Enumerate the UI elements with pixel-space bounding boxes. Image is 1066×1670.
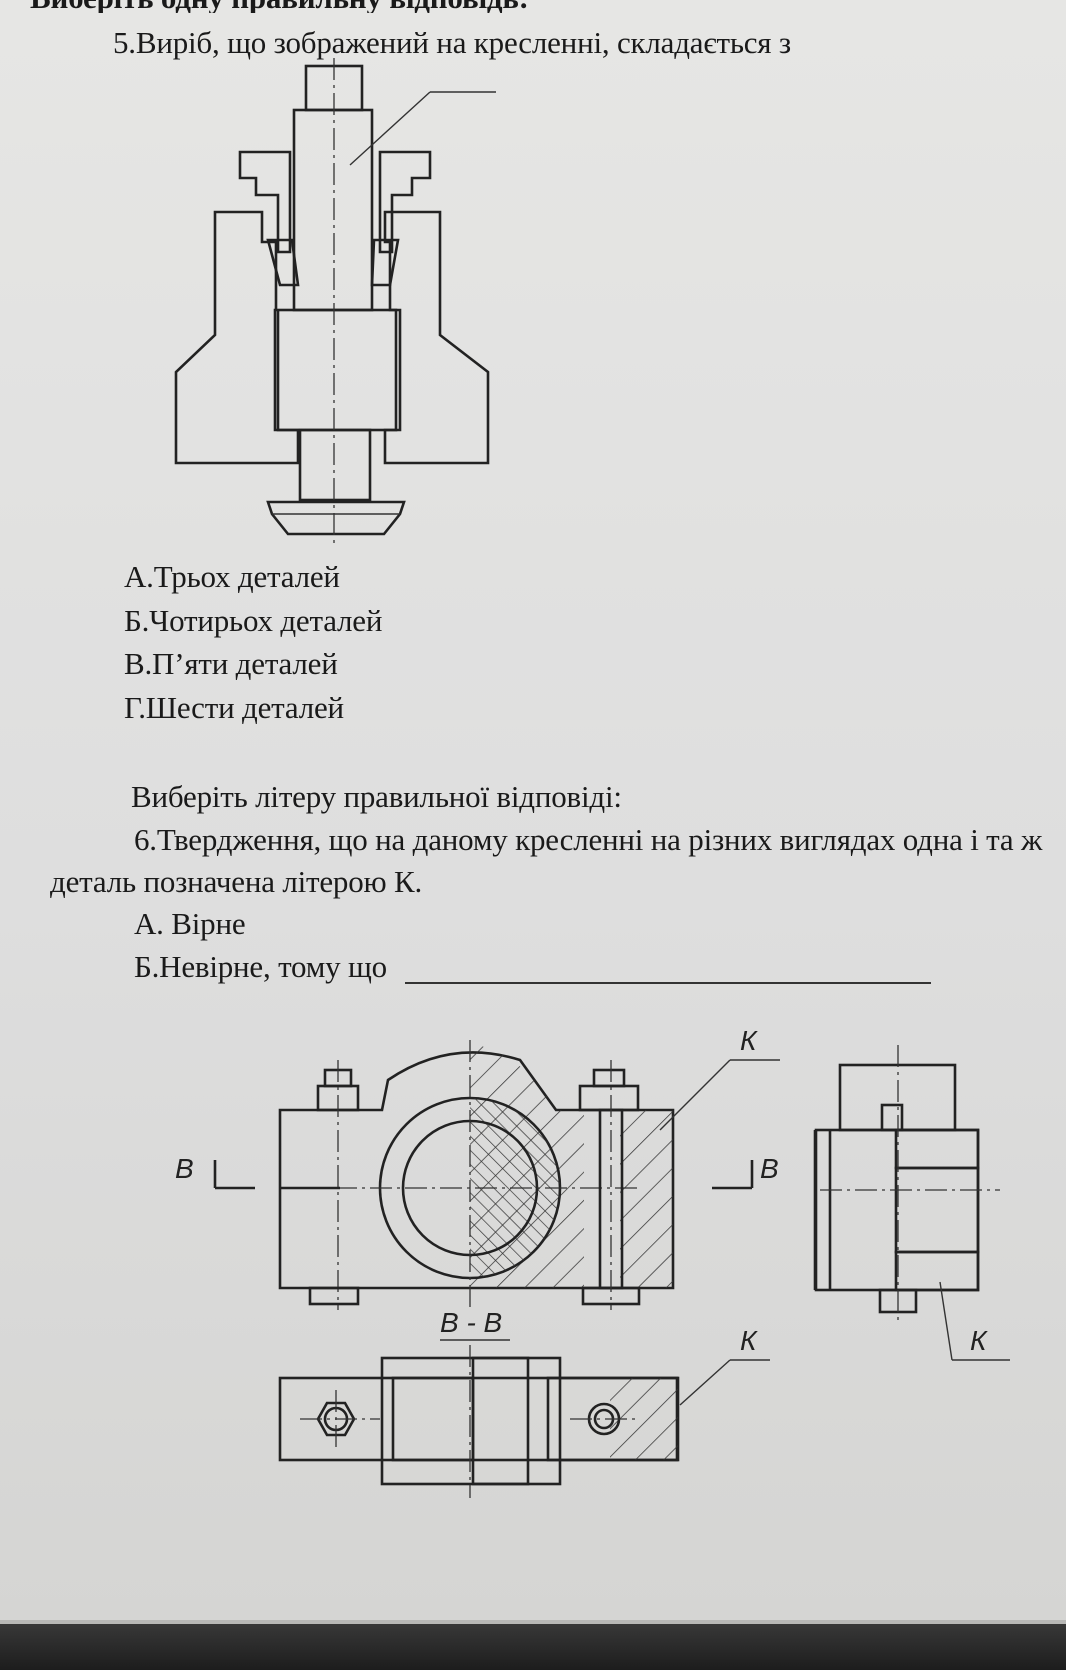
q6-prompt-line2: деталь позначена літерою К.	[50, 864, 423, 899]
stem-head	[266, 500, 406, 536]
header-fragment: Виберіть одну правильну відповідь:	[30, 0, 529, 13]
stem-lower	[298, 428, 372, 502]
label-k-bottom: К	[740, 1325, 758, 1356]
q5-option-d[interactable]: Г.Шести деталей	[124, 690, 344, 725]
side-view	[813, 1045, 1010, 1361]
label-k-top: К	[740, 1025, 758, 1056]
section-view	[278, 1345, 770, 1498]
q5-option-c[interactable]: В.П’яти деталей	[124, 646, 338, 681]
q6-prompt-line1: 6.Твердження, що на даному кресленні на …	[134, 822, 1043, 857]
q6-instruction: Виберіть літеру правильної відповіді:	[131, 779, 622, 814]
q5-option-a[interactable]: А.Трьох деталей	[124, 559, 340, 594]
assembly-drawing-q5	[174, 58, 496, 545]
nut-right	[378, 150, 432, 254]
body-left-section	[174, 210, 300, 465]
q6-option-b[interactable]: Б.Невірне, тому що	[134, 949, 387, 984]
label-section-right: В	[760, 1153, 779, 1184]
q5-option-b[interactable]: Б.Чотирьох деталей	[124, 603, 383, 638]
q6-option-a[interactable]: А. Вірне	[134, 906, 246, 941]
q6-answer-blank[interactable]	[405, 982, 931, 984]
body-right-section	[383, 210, 490, 465]
main-view	[278, 1040, 780, 1310]
section-title: В - В	[440, 1307, 502, 1338]
monitor-bezel	[0, 1620, 1066, 1670]
ring-left	[266, 238, 300, 287]
ring-right	[370, 238, 400, 287]
question5-prompt: 5.Виріб, що зображений на кресленні, скл…	[113, 25, 791, 60]
stem	[292, 108, 374, 312]
bearing-drawing-q6: К В В К В - В	[175, 1025, 1010, 1498]
nut-left	[238, 150, 292, 254]
document-page: Виберіть одну правильну відповідь: 5.Вир…	[0, 0, 1066, 1620]
label-k-side: К	[970, 1325, 988, 1356]
sleeve	[276, 308, 398, 432]
label-section-left: В	[175, 1153, 194, 1184]
